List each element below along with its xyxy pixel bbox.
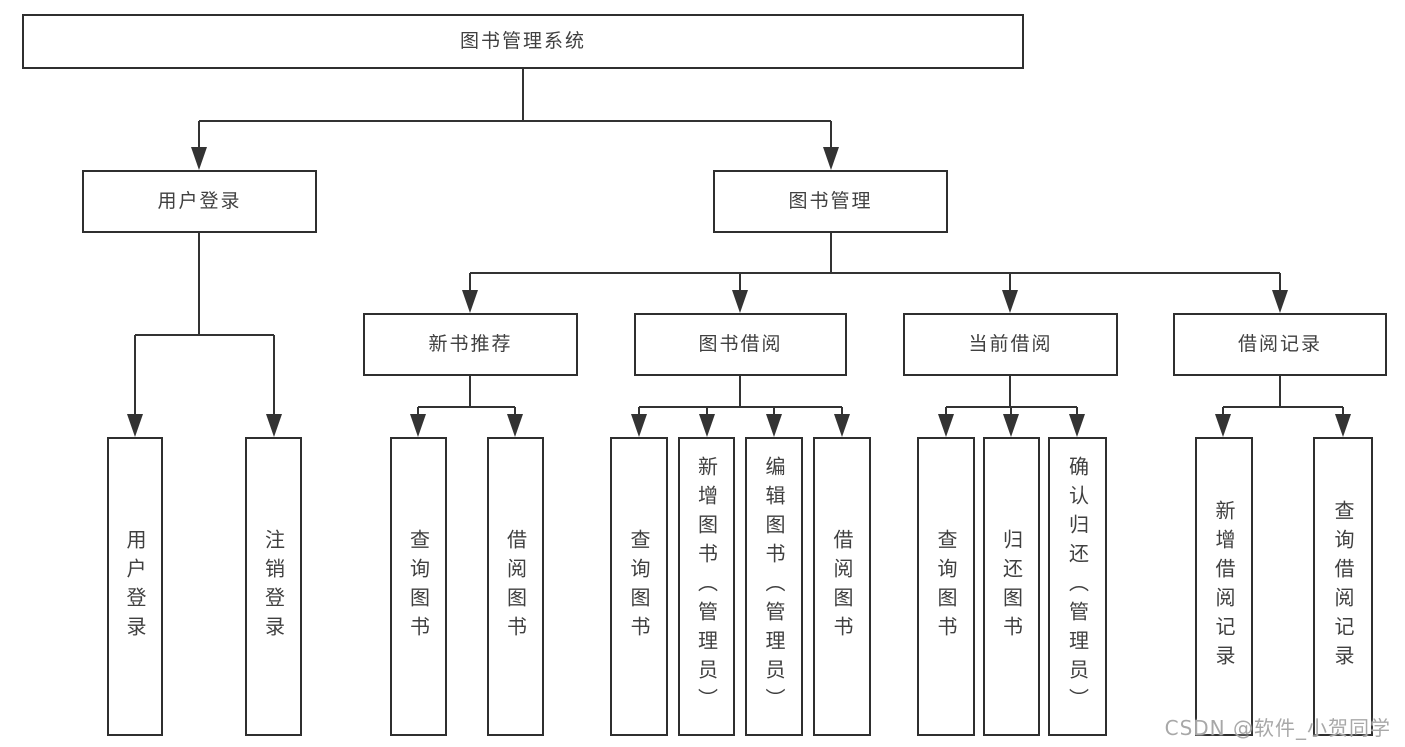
arrow-down-icon bbox=[823, 147, 839, 170]
leaf-label: 借阅图书 bbox=[503, 528, 528, 645]
node-book-management: 图书管理 bbox=[713, 170, 948, 233]
node-label: 借阅记录 bbox=[1237, 333, 1322, 355]
arrow-down-icon bbox=[1215, 414, 1231, 437]
leaf-borrow-books-1: 借阅图书 bbox=[487, 437, 544, 736]
arrow-down-icon bbox=[462, 290, 478, 313]
arrow-down-icon bbox=[732, 290, 748, 313]
leaf-query-books-2: 查询图书 bbox=[610, 437, 668, 736]
node-new-book-recommend: 新书推荐 bbox=[363, 313, 578, 376]
leaf-label: 确认归还（管理员） bbox=[1065, 456, 1090, 717]
leaf-label: 查询图书 bbox=[934, 528, 958, 645]
connector-root-to-level2 bbox=[198, 69, 832, 150]
leaf-label: 新增借阅记录 bbox=[1212, 499, 1236, 674]
leaf-label: 新增图书（管理员） bbox=[694, 456, 719, 717]
node-root-system: 图书管理系统 bbox=[22, 14, 1024, 69]
arrow-down-icon bbox=[766, 414, 782, 437]
node-book-borrow: 图书借阅 bbox=[634, 313, 847, 376]
leaf-label: 用户登录 bbox=[123, 528, 147, 645]
leaf-label: 查询图书 bbox=[406, 528, 431, 645]
arrow-down-icon bbox=[1003, 414, 1019, 437]
arrow-down-icon bbox=[191, 147, 207, 170]
node-label: 图书管理系统 bbox=[459, 30, 586, 52]
arrow-down-icon bbox=[1335, 414, 1351, 437]
node-label: 当前借阅 bbox=[968, 333, 1053, 355]
node-label: 图书借阅 bbox=[698, 333, 783, 355]
connector-borrow-records-branch bbox=[1222, 376, 1344, 417]
leaf-label: 借阅图书 bbox=[830, 528, 854, 645]
connector-new-books-branch bbox=[417, 376, 516, 417]
arrow-down-icon bbox=[699, 414, 715, 437]
connector-book-borrow-branch bbox=[638, 376, 843, 417]
arrow-down-icon bbox=[1272, 290, 1288, 313]
node-user-login: 用户登录 bbox=[82, 170, 317, 233]
connector-current-borrow-branch bbox=[945, 376, 1078, 417]
leaf-add-books-admin: 新增图书（管理员） bbox=[678, 437, 735, 736]
leaf-query-borrow-record: 查询借阅记录 bbox=[1313, 437, 1373, 736]
leaf-query-books-3: 查询图书 bbox=[917, 437, 975, 736]
arrow-down-icon bbox=[834, 414, 850, 437]
arrow-down-icon bbox=[1002, 290, 1018, 313]
leaf-label: 归还图书 bbox=[999, 528, 1024, 645]
arrow-down-icon bbox=[507, 414, 523, 437]
node-label: 图书管理 bbox=[788, 190, 873, 212]
leaf-return-books: 归还图书 bbox=[983, 437, 1040, 736]
leaf-label: 查询借阅记录 bbox=[1331, 499, 1355, 674]
leaf-logout: 注销登录 bbox=[245, 437, 302, 736]
arrow-down-icon bbox=[631, 414, 647, 437]
leaf-user-login: 用户登录 bbox=[107, 437, 163, 736]
arrowheads bbox=[127, 147, 1351, 437]
leaf-label: 编辑图书（管理员） bbox=[762, 456, 786, 717]
arrow-down-icon bbox=[938, 414, 954, 437]
arrow-down-icon bbox=[410, 414, 426, 437]
leaf-add-borrow-record: 新增借阅记录 bbox=[1195, 437, 1253, 736]
leaf-label: 查询图书 bbox=[627, 528, 651, 645]
leaf-confirm-return-admin: 确认归还（管理员） bbox=[1048, 437, 1107, 736]
node-label: 新书推荐 bbox=[428, 333, 513, 355]
node-borrow-records: 借阅记录 bbox=[1173, 313, 1387, 376]
leaf-label: 注销登录 bbox=[261, 528, 286, 645]
arrow-down-icon bbox=[266, 414, 282, 437]
leaf-borrow-books-2: 借阅图书 bbox=[813, 437, 871, 736]
arrow-down-icon bbox=[127, 414, 143, 437]
node-label: 用户登录 bbox=[157, 190, 242, 212]
connector-book-management-branch bbox=[469, 233, 1281, 293]
connector-user-login-branch bbox=[134, 233, 275, 417]
leaf-edit-books-admin: 编辑图书（管理员） bbox=[745, 437, 803, 736]
node-current-borrow: 当前借阅 bbox=[903, 313, 1118, 376]
leaf-query-books-1: 查询图书 bbox=[390, 437, 447, 736]
connector-lines bbox=[134, 69, 1344, 417]
arrow-down-icon bbox=[1069, 414, 1085, 437]
